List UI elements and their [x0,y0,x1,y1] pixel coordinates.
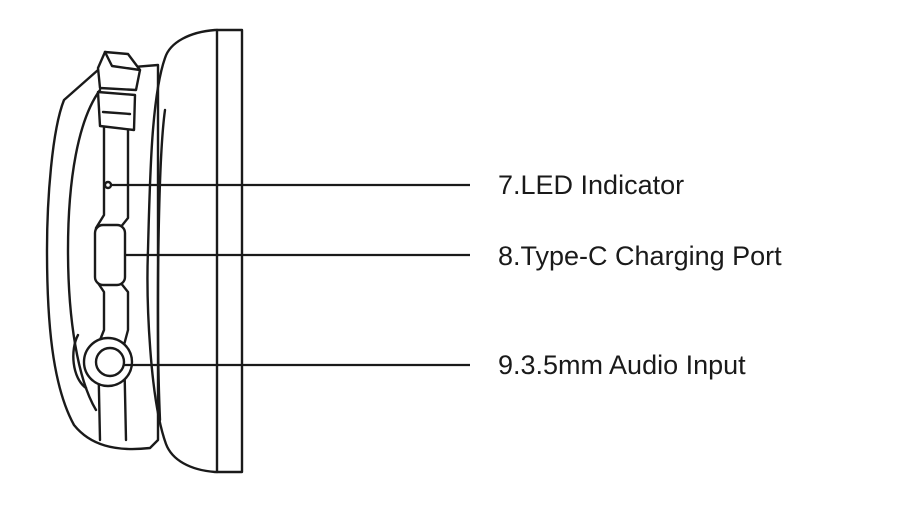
type-c-port [93,223,127,287]
led-indicator [103,180,113,190]
callout-type-c-port: 8.Type-C Charging Port [498,241,782,271]
callout-led-indicator: 7.LED Indicator [498,170,684,200]
callout-audio-input: 9.3.5mm Audio Input [498,350,746,380]
headband-slider [96,50,142,132]
ear-cushion [146,28,244,474]
earcup-shell [45,63,160,451]
audio-jack [72,333,134,390]
